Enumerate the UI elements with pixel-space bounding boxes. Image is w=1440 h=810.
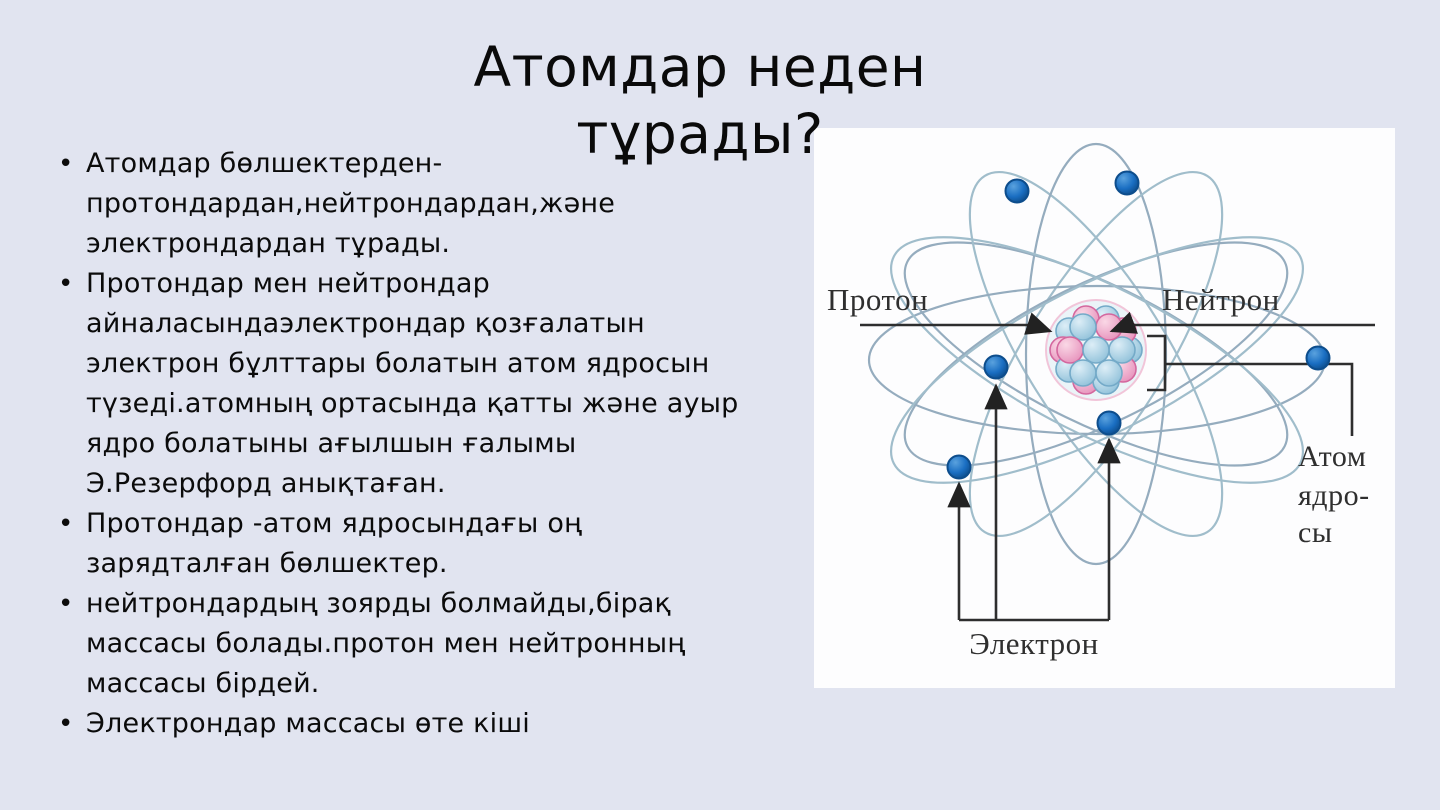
- nucleus: [1045, 299, 1147, 401]
- proton-sphere: [1069, 359, 1097, 387]
- bullet-line: протондардан,нейтрондардан,және: [86, 188, 616, 219]
- bullet-line: массасы болады.протон мен нейтронның: [86, 628, 686, 659]
- neutron-sphere: [1095, 313, 1123, 341]
- electron-dot: [1305, 345, 1331, 371]
- callout-lines: [860, 311, 1375, 622]
- bullet-line: Протондар мен нейтрондар: [86, 268, 491, 299]
- nucleus-label-line-3: сы: [1298, 516, 1332, 549]
- nucleus-pointer-line: [1165, 362, 1354, 436]
- orbit-ellipse: [889, 236, 1305, 484]
- bullet-list: Атомдар бөлшектерден- протондардан,нейтр…: [50, 144, 798, 744]
- title-line-2: тұрады?: [576, 102, 824, 166]
- atom-diagram-svg: Протон Нейтрон Атом ядро- сы Электрон: [827, 142, 1375, 661]
- nucleus-bracket: [1147, 334, 1167, 392]
- bullet-item: Электрондар массасы өте кіші: [50, 704, 798, 744]
- bullet-item: Атомдар бөлшектерден- протондардан,нейтр…: [50, 144, 798, 264]
- bullet-line: массасы бірдей.: [86, 668, 320, 699]
- neutron-pointer-line: [1109, 311, 1375, 334]
- slide-title: Атомдар неден тұрады?: [280, 34, 1120, 168]
- bullet-line: айналасындаэлектрондар қозғалатын: [86, 308, 645, 339]
- neutron-sphere: [1056, 336, 1084, 364]
- electron-dot: [946, 454, 972, 480]
- proton-sphere: [1095, 359, 1123, 387]
- orbit-ellipse: [968, 170, 1224, 538]
- proton-label: Протон: [827, 282, 928, 317]
- title-line-1: Атомдар неден: [473, 35, 927, 99]
- proton-sphere: [1082, 336, 1110, 364]
- proton-pointer-line: [860, 312, 1053, 335]
- bullet-line: зарядталған бөлшектер.: [86, 548, 448, 579]
- bullet-line: нейтрондардың зоярды болмайды,бірақ: [86, 588, 672, 619]
- nucleus-label-line-2: ядро-: [1298, 479, 1370, 512]
- electron-dot: [1114, 170, 1140, 196]
- bullet-line: электрон бұлттары болатын атом ядросын: [86, 348, 710, 379]
- electron-dot: [1004, 178, 1030, 204]
- atom-diagram-image: Протон Нейтрон Атом ядро- сы Электрон: [814, 128, 1395, 688]
- bullet-line: түзеді.атомның ортасында қатты және ауыр: [86, 388, 739, 419]
- electrons: [946, 170, 1331, 480]
- electron-dot: [1096, 410, 1122, 436]
- bullet-line: Электрондар массасы өте кіші: [86, 708, 530, 739]
- bullet-item: Протондар -атом ядросындағы оң зарядталғ…: [50, 504, 798, 584]
- bullet-line: Атомдар бөлшектерден-: [86, 148, 443, 179]
- proton-sphere: [1108, 336, 1136, 364]
- electron-label: Электрон: [969, 626, 1098, 661]
- bullet-line: Протондар -атом ядросындағы оң: [86, 508, 583, 539]
- orbit-ellipse: [903, 241, 1289, 467]
- proton-sphere: [1069, 313, 1097, 341]
- bullet-line: электрондардан тұрады.: [86, 228, 451, 259]
- bullet-line: ядро болатыны ағылшын ғалымы: [86, 428, 577, 459]
- neutron-label: Нейтрон: [1162, 282, 1280, 317]
- bullet-item: Протондар мен нейтрондар айналасындаэлек…: [50, 264, 798, 504]
- electron-dot: [983, 354, 1009, 380]
- bullet-line: Э.Резерфорд анықтаған.: [86, 468, 446, 499]
- bullet-item: нейтрондардың зоярды болмайды,бірақ масс…: [50, 584, 798, 704]
- nucleus-label-line-1: Атом: [1298, 440, 1366, 473]
- orbit-ellipse: [889, 236, 1305, 484]
